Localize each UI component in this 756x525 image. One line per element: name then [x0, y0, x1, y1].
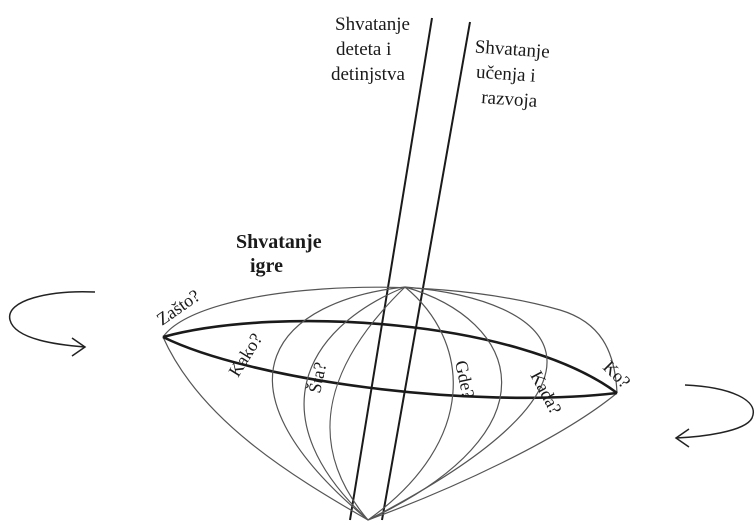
right-rotation-arrow [675, 384, 755, 439]
child-axis-label-line1: Shvatanje [335, 14, 410, 35]
outer-envelope-right [367, 392, 618, 521]
play-label-line2: igre [250, 255, 283, 277]
question-who: Ko? [599, 357, 634, 392]
outer-envelope-top [162, 286, 618, 394]
child-axis-label: Shvatanje deteta i detinjstva [331, 14, 410, 85]
question-when: Kada? [526, 367, 565, 417]
learning-axis-line [381, 21, 471, 521]
meridian-4 [367, 286, 454, 521]
learning-axis-label-line1: Shvatanje [474, 37, 550, 63]
meridian-3 [329, 286, 406, 521]
question-what: Šta? [303, 360, 330, 395]
play-concept-label: Shvatanje igre [236, 231, 322, 277]
learning-axis-label-line3: razvoja [481, 87, 539, 112]
child-axis-label-line2: deteta i [336, 39, 391, 60]
right-arrowhead-icon [674, 428, 690, 448]
meridian-1 [271, 286, 406, 521]
meridian-6 [367, 286, 548, 521]
child-axis-line [349, 17, 433, 521]
learning-axis-label: Shvatanje učenja i razvoja [474, 37, 550, 112]
meridian-5 [367, 286, 503, 521]
equator-upper [162, 319, 618, 395]
child-axis-label-line3: detinjstva [331, 64, 405, 85]
question-how: Kako? [224, 330, 266, 380]
learning-axis-label-line2: učenja i [475, 62, 536, 87]
play-label-line1: Shvatanje [236, 231, 322, 253]
left-rotation-arrow [9, 291, 96, 348]
meridian-2 [303, 286, 406, 521]
equator-lower [162, 335, 618, 400]
left-arrowhead-icon [71, 337, 87, 357]
outer-envelope-left [162, 336, 369, 521]
question-where: Gde? [451, 359, 478, 400]
